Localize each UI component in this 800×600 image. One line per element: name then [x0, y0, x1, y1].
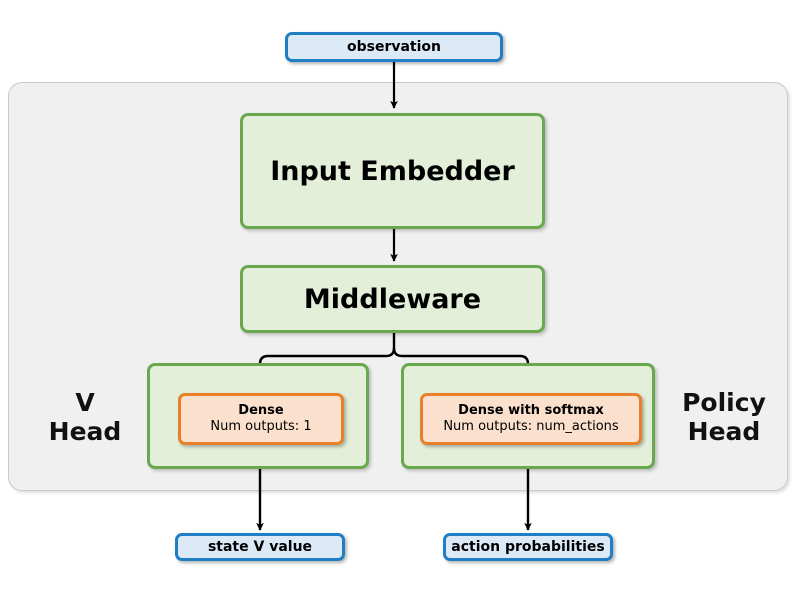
policy-head-side-label-line1: Policy: [682, 387, 766, 417]
state-value-output-box[interactable]: state V value: [175, 533, 345, 561]
v-head-dense-subtitle: Num outputs: 1: [210, 419, 312, 434]
input-embedder-box[interactable]: Input Embedder: [240, 113, 545, 229]
action-probabilities-output-box[interactable]: action probabilities: [443, 533, 613, 561]
middleware-box[interactable]: Middleware: [240, 265, 545, 333]
v-head-side-label-line1: V: [75, 387, 95, 417]
policy-head-dense-box[interactable]: Dense with softmax Num outputs: num_acti…: [420, 393, 642, 445]
policy-head-dense-subtitle: Num outputs: num_actions: [443, 419, 619, 434]
observation-box[interactable]: observation: [285, 32, 503, 62]
v-head-group[interactable]: Dense Num outputs: 1: [147, 363, 369, 469]
middleware-label: Middleware: [303, 283, 482, 315]
policy-head-side-label: Policy Head: [665, 382, 783, 452]
policy-head-dense-title: Dense with softmax: [458, 403, 604, 419]
v-head-dense-title: Dense: [238, 403, 284, 419]
v-head-side-label-line2: Head: [48, 417, 122, 446]
policy-head-side-label-line2: Head: [687, 417, 761, 446]
v-head-side-label: V Head: [30, 382, 140, 452]
input-embedder-label: Input Embedder: [270, 155, 515, 187]
state-value-output-label: state V value: [207, 539, 313, 555]
action-probabilities-output-label: action probabilities: [451, 539, 605, 555]
observation-label: observation: [346, 39, 442, 55]
v-head-dense-box[interactable]: Dense Num outputs: 1: [178, 393, 344, 445]
policy-head-group[interactable]: Dense with softmax Num outputs: num_acti…: [401, 363, 655, 469]
